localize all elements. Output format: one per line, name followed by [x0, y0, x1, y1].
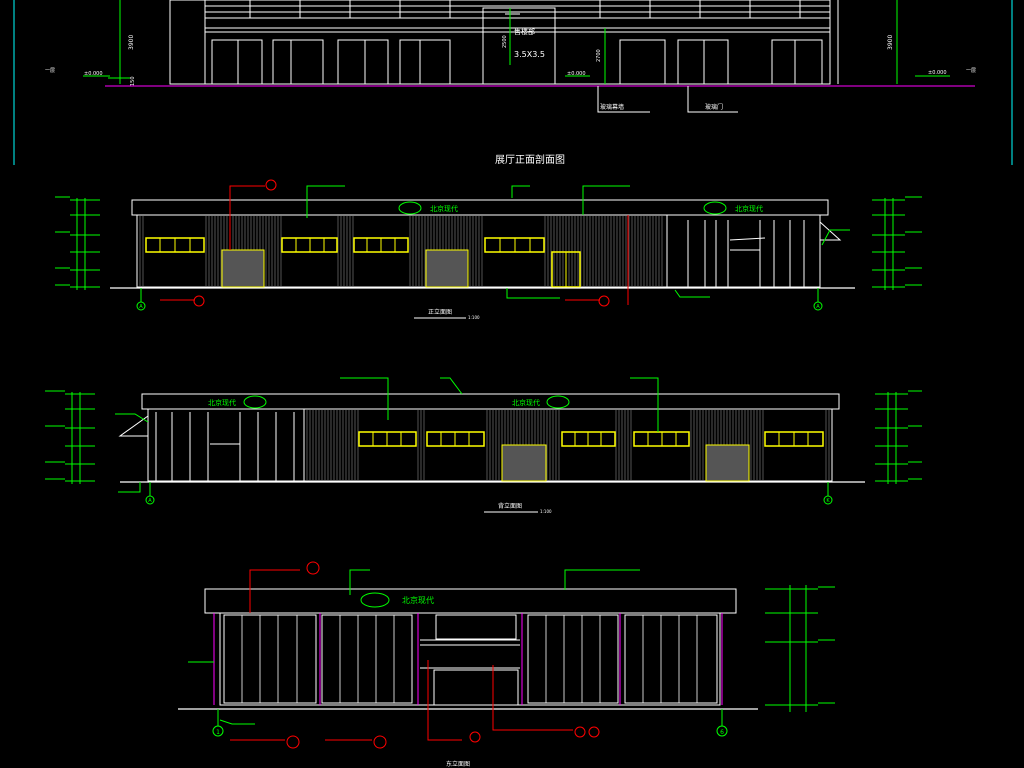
e1-logo-text-2: 北京现代	[735, 204, 763, 213]
dim-right: 3900	[887, 35, 894, 50]
opening-size: 3.5X3.5	[514, 50, 545, 59]
elevation-3: 北京现代 1	[178, 561, 835, 768]
e2-logo-text-2: 北京现代	[512, 398, 540, 407]
e2-axis-left: A	[148, 498, 152, 504]
e2-scale: 1:100	[540, 509, 552, 514]
elevation-2: 北京现代 北京现代 A K 背立面图	[45, 377, 922, 514]
callout-curtain-wall: 玻璃幕墙	[600, 103, 624, 111]
section-title: 展厅正面剖面图	[495, 153, 565, 166]
e3-axis-left: 1	[216, 729, 220, 736]
dim-mid-2: 2700	[596, 49, 602, 62]
e2-axis-right: K	[826, 498, 830, 504]
e1-caption: 正立面图	[428, 308, 452, 316]
dim-left: 3900	[128, 35, 135, 50]
ground-label: 150	[130, 76, 136, 86]
e1-axis-left: A	[139, 304, 143, 310]
top-center-label: 售楼部	[514, 27, 535, 36]
e2-logo-text-1: 北京现代	[208, 398, 236, 407]
elevation-1: 北京现代 北京现代	[55, 179, 922, 320]
top-section: 售楼部 3.5X3.5 3900 ±0.000 150 3900 ±0.000 …	[13, 0, 1013, 165]
e2-caption: 背立面图	[498, 502, 522, 510]
callout-glass-door: 玻璃门	[705, 103, 723, 111]
side-mark-left: 一层	[45, 68, 55, 74]
e3-logo-text: 北京现代	[402, 595, 434, 605]
e3-caption: 东立面图	[446, 760, 470, 768]
e1-scale: 1:100	[468, 315, 480, 320]
elev-right: ±0.000	[928, 70, 947, 76]
metal-cladding-2	[306, 410, 830, 480]
elev-mid: ±0.000	[567, 71, 586, 77]
metal-cladding-1	[139, 216, 663, 286]
dim-mid-1: 2500	[502, 35, 508, 48]
side-mark-right: 一层	[966, 68, 976, 74]
e1-logo-text-1: 北京现代	[430, 204, 458, 213]
elev-left: ±0.000	[84, 71, 103, 77]
e3-axis-right: 6	[720, 729, 724, 736]
e1-axis-right: A	[816, 304, 820, 310]
